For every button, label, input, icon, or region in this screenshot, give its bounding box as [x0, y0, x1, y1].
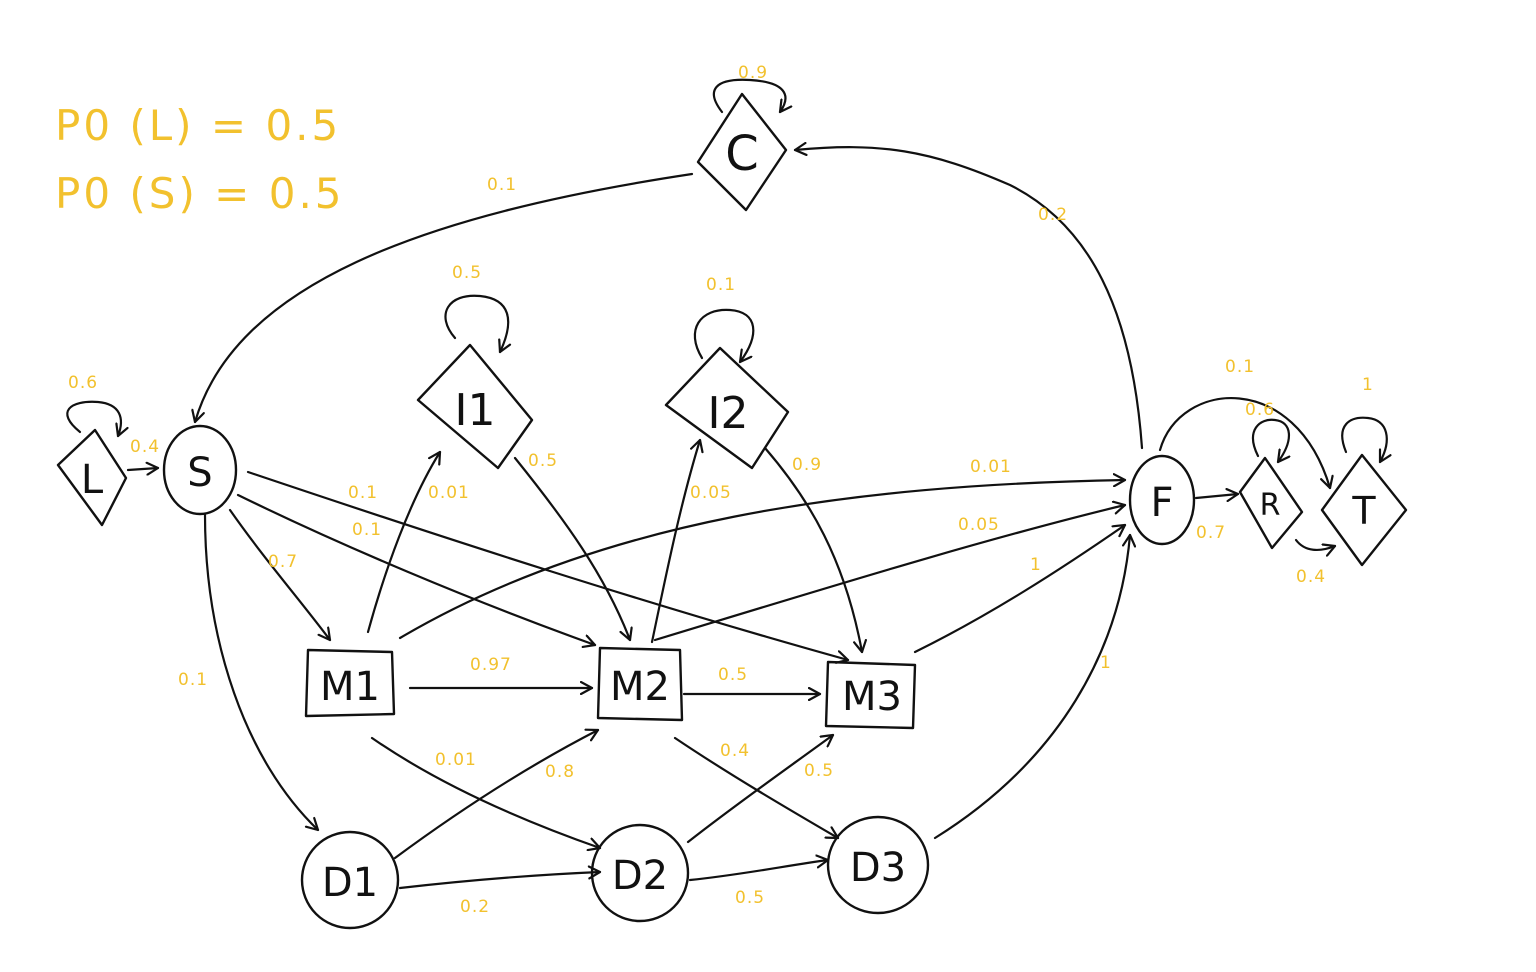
node-D2-label: D2 — [612, 853, 668, 899]
label-M1-I1: 0.01 — [428, 483, 470, 503]
label-S-M2: 0.1 — [348, 483, 378, 503]
edge-I2-I2 — [693, 308, 755, 364]
label-I1-I1: 0.5 — [452, 263, 482, 283]
nodes: C L S I1 I2 M1 M2 — [56, 92, 1408, 930]
edge-S-D1 — [203, 513, 320, 832]
node-F[interactable]: F — [1128, 454, 1196, 546]
node-T-label: T — [1351, 489, 1376, 533]
label-S-M1: 0.7 — [268, 552, 298, 572]
label-M1-F: 0.01 — [970, 457, 1012, 477]
edge-D2-D3 — [688, 860, 830, 882]
node-S-label: S — [187, 450, 212, 496]
edge-I2-M3 — [763, 446, 862, 654]
node-I1-label: I1 — [455, 385, 496, 436]
label-S-D1: 0.1 — [178, 670, 208, 690]
label-D1-D2: 0.2 — [460, 897, 490, 917]
node-R[interactable]: R — [1238, 456, 1304, 550]
label-I1-M2: 0.5 — [528, 451, 558, 471]
node-F-label: F — [1150, 480, 1173, 526]
node-M2-label: M2 — [610, 664, 670, 710]
node-D2[interactable]: D2 — [590, 823, 690, 923]
edge-S-M1 — [228, 508, 332, 642]
initial-prob-S: P0 (S) = 0.5 — [55, 169, 345, 218]
edge-labels: 0.9 0.1 0.2 0.6 0.4 0.5 0.1 0.5 0.9 0.1 … — [68, 63, 1374, 917]
edge-M2-F — [653, 505, 1127, 642]
edge-S-M3 — [246, 470, 850, 660]
initial-probabilities: P0 (L) = 0.5 P0 (S) = 0.5 — [55, 101, 345, 218]
node-M1[interactable]: M1 — [304, 648, 396, 718]
node-D3[interactable]: D3 — [826, 815, 930, 915]
label-M2-I2: 0.05 — [690, 483, 732, 503]
edge-F-R — [1194, 494, 1240, 498]
node-L[interactable]: L — [56, 428, 128, 527]
label-D3-F: 1 — [1100, 653, 1112, 673]
edge-D1-D2 — [398, 872, 602, 890]
node-L-label: L — [81, 457, 104, 503]
label-F-R: 0.7 — [1196, 523, 1226, 543]
node-D1[interactable]: D1 — [300, 830, 400, 930]
label-F-T: 0.1 — [1225, 357, 1255, 377]
edge-C-S — [195, 172, 694, 424]
edge-F-T — [1158, 397, 1330, 490]
node-R-label: R — [1260, 488, 1281, 523]
node-D1-label: D1 — [322, 860, 378, 906]
edge-L-S — [126, 468, 160, 470]
label-L-S: 0.4 — [130, 437, 160, 457]
node-M3-label: M3 — [842, 674, 902, 720]
label-R-T: 0.4 — [1296, 567, 1326, 587]
edge-T-T — [1341, 416, 1386, 464]
edge-F-C — [793, 147, 1144, 450]
node-D3-label: D3 — [850, 845, 906, 891]
node-M1-label: M1 — [320, 664, 380, 710]
edge-D2-M3 — [686, 733, 835, 844]
label-R-R: 0.6 — [1245, 400, 1275, 420]
node-S[interactable]: S — [162, 424, 238, 516]
label-M1-D2: 0.01 — [435, 750, 477, 770]
node-I2-label: I2 — [708, 388, 749, 439]
node-T[interactable]: T — [1320, 453, 1408, 567]
edge-R-R — [1251, 418, 1289, 464]
node-I2[interactable]: I2 — [664, 346, 790, 470]
edge-M1-D2 — [370, 736, 602, 848]
label-M2-M3: 0.5 — [718, 665, 748, 685]
edge-M1-F — [398, 480, 1127, 640]
label-C-S: 0.1 — [487, 175, 517, 195]
label-I2-M3: 0.9 — [792, 455, 822, 475]
edge-D1-M2 — [393, 730, 600, 860]
label-F-C: 0.2 — [1038, 205, 1068, 225]
node-C-label: C — [725, 126, 759, 182]
label-D2-D3: 0.5 — [735, 888, 765, 908]
initial-prob-L: P0 (L) = 0.5 — [55, 101, 341, 150]
edge-I1-I1 — [444, 294, 508, 354]
label-M3-F: 1 — [1030, 555, 1042, 575]
label-D1-M2: 0.8 — [545, 762, 575, 782]
node-M2[interactable]: M2 — [596, 646, 684, 722]
label-I2-I2: 0.1 — [706, 275, 736, 295]
edge-S-M2 — [236, 493, 597, 645]
label-S-M3: 0.1 — [352, 520, 382, 540]
edge-M2-D3 — [673, 736, 840, 840]
edge-M2-I2 — [650, 438, 700, 644]
label-T-T: 1 — [1362, 375, 1374, 395]
edge-R-T — [1294, 538, 1337, 550]
edge-M3-F — [913, 523, 1127, 654]
node-C[interactable]: C — [696, 92, 788, 212]
label-M1-M2: 0.97 — [470, 655, 512, 675]
label-C-C: 0.9 — [738, 63, 768, 83]
edge-D3-F — [933, 533, 1130, 840]
label-L-L: 0.6 — [68, 373, 98, 393]
edge-L-L — [66, 400, 121, 438]
edge-C-C — [712, 78, 786, 114]
node-M3[interactable]: M3 — [824, 660, 917, 730]
edge-M1-I1 — [366, 450, 442, 634]
label-M2-F: 0.05 — [958, 515, 1000, 535]
label-M2-D3: 0.4 — [720, 741, 750, 761]
label-D2-M3: 0.5 — [804, 761, 834, 781]
edges — [66, 78, 1386, 890]
node-I1[interactable]: I1 — [416, 343, 534, 470]
edge-I1-M2 — [513, 456, 630, 642]
